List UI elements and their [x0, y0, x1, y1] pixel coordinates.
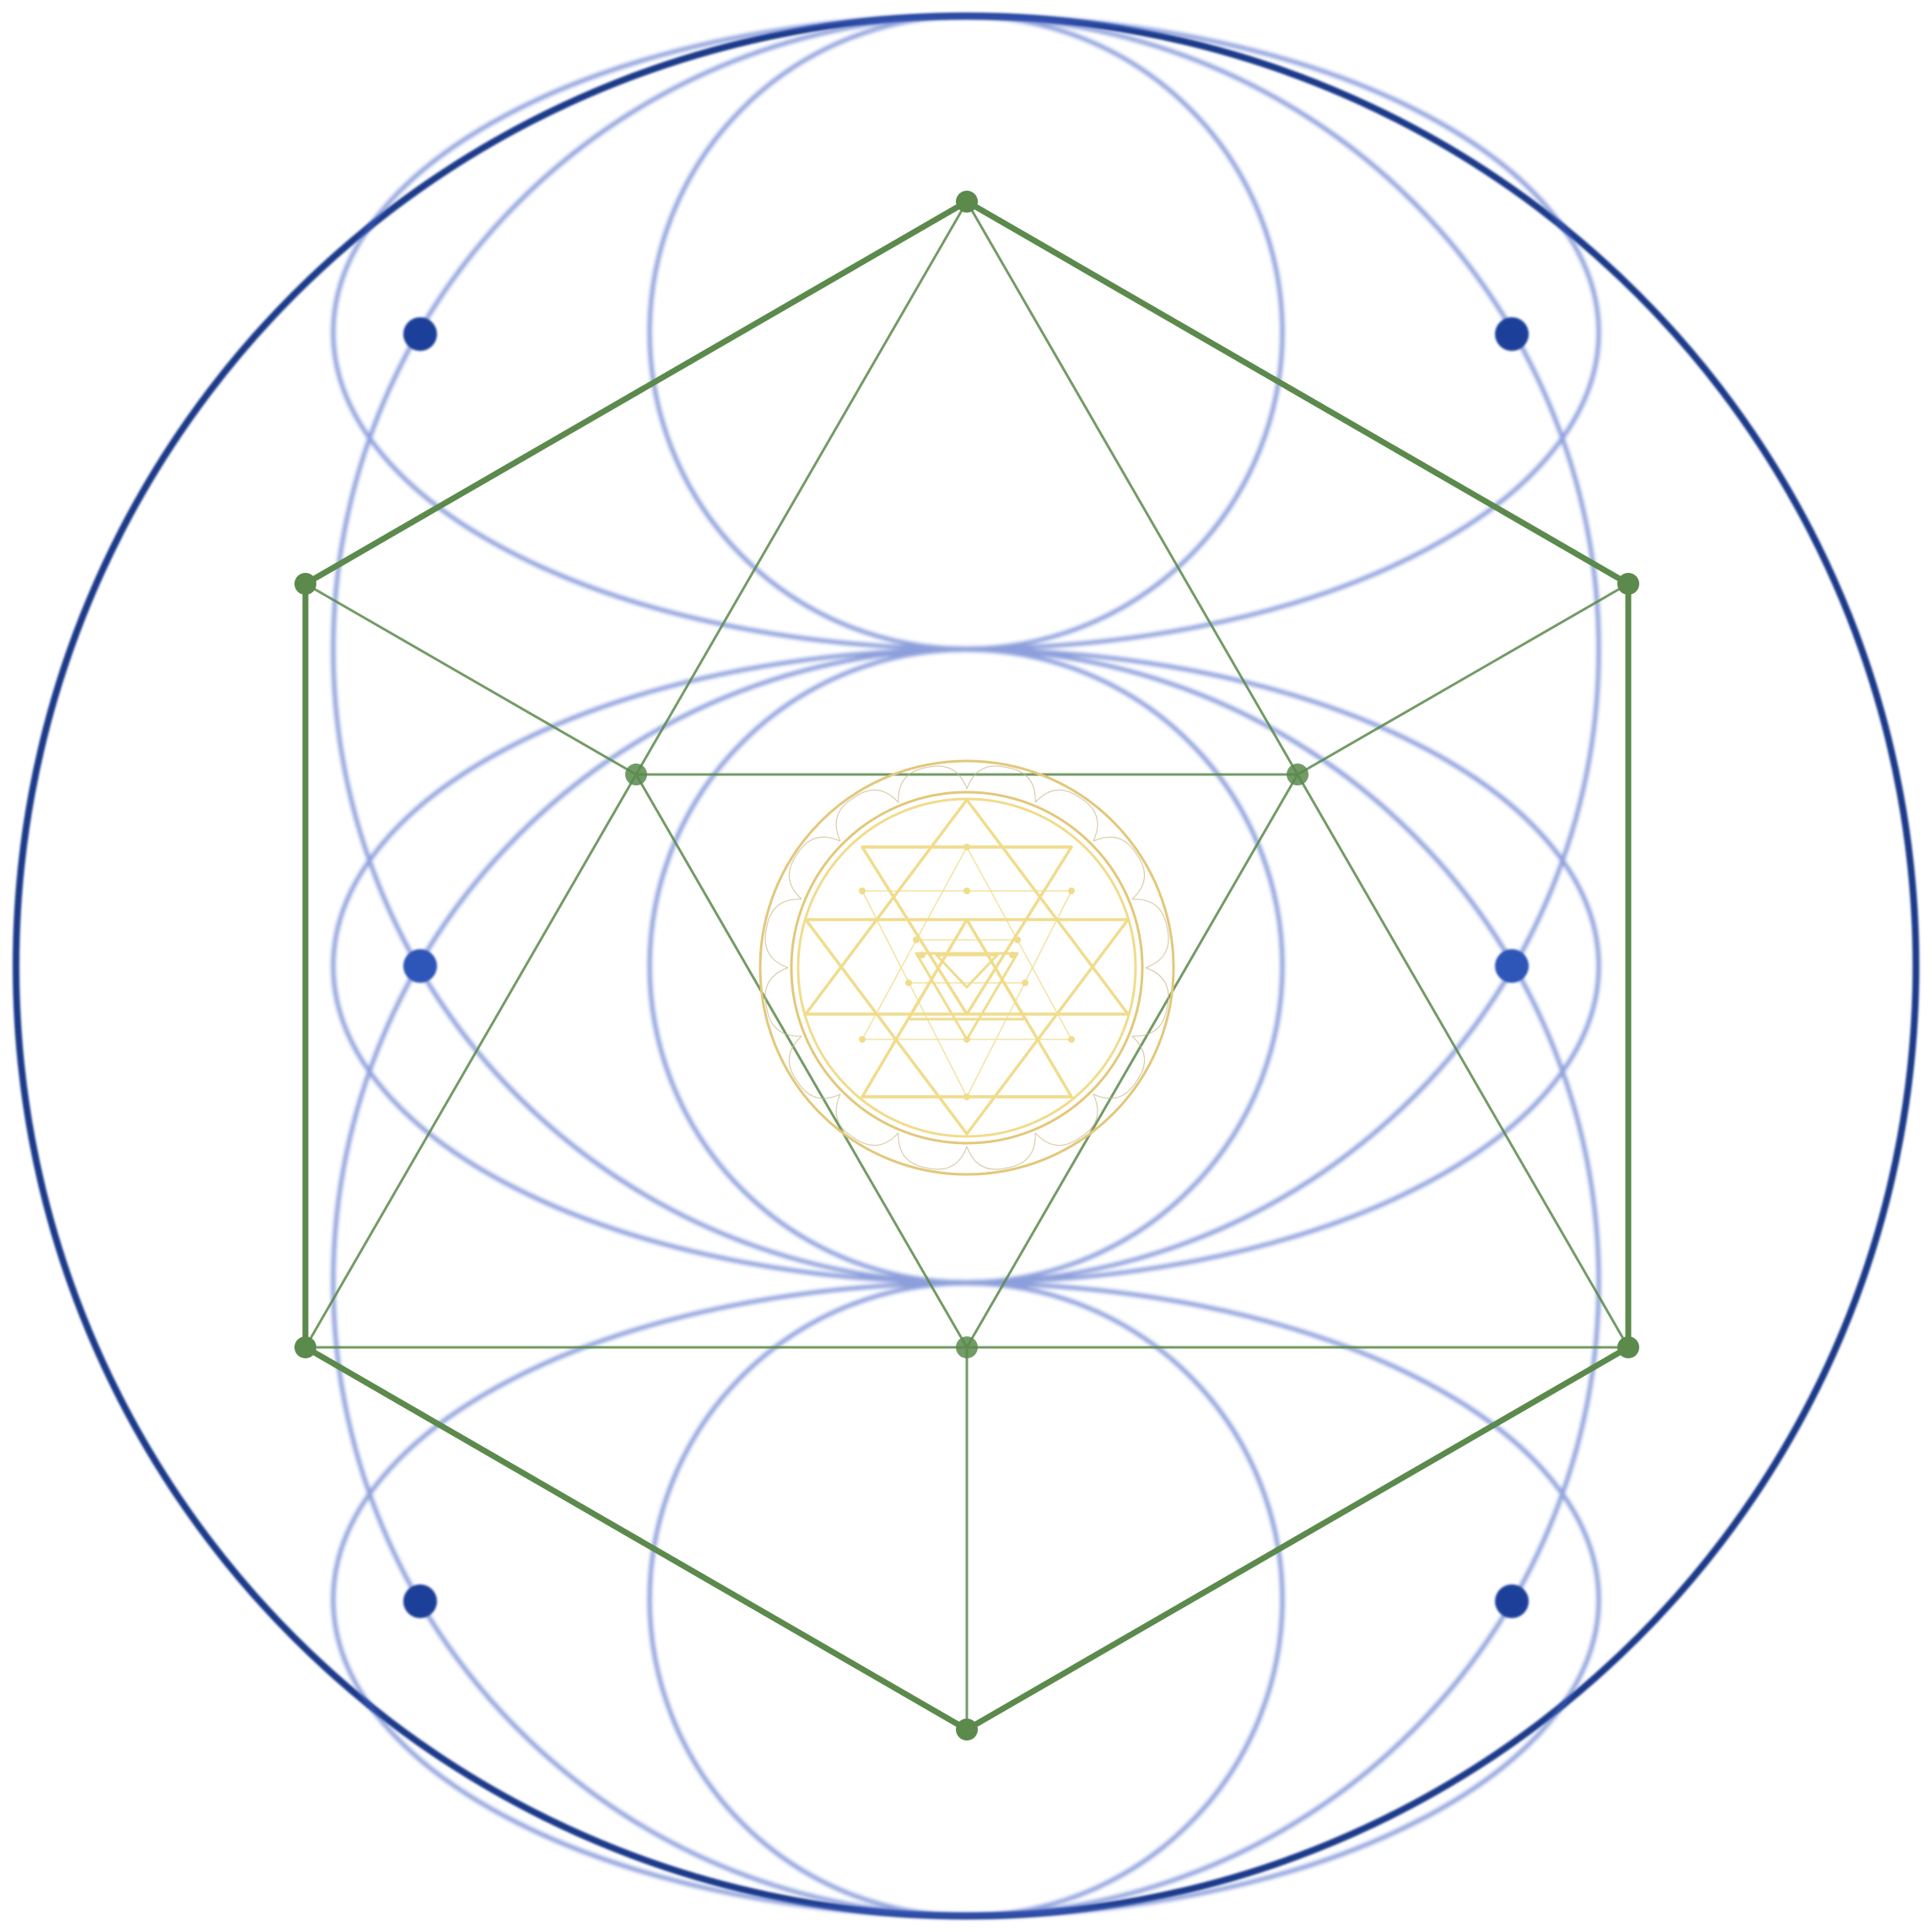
node-dot-top-right	[1495, 317, 1529, 351]
line-upper-left-corner	[305, 582, 637, 776]
triangle-down-inner	[935, 953, 999, 989]
yantra-dot	[1068, 888, 1075, 894]
node-dot-bottom-right	[1495, 1584, 1529, 1618]
yantra-dot	[1068, 1036, 1075, 1043]
yantra-dot	[905, 979, 912, 986]
sri-yantra	[758, 759, 1175, 1176]
yantra-dot	[1014, 936, 1021, 943]
node-dot-top-left	[403, 317, 437, 351]
lotus-petal	[1131, 967, 1169, 1037]
node-dot-mid-right	[1495, 949, 1529, 983]
vertex-dot-inner-right	[1287, 764, 1309, 785]
yantra-dot	[1009, 952, 1016, 958]
yantra-dot	[859, 1036, 866, 1043]
fine-line-4	[966, 890, 1072, 1098]
lotus-petal	[966, 1132, 1036, 1170]
lotus-petal	[1131, 899, 1169, 969]
vertex-dot-inner-bottom	[956, 1336, 978, 1358]
lotus-petal	[835, 789, 899, 842]
yantra-dot	[963, 844, 970, 850]
lotus-petal	[966, 765, 1036, 803]
yantra-dot	[963, 1093, 970, 1100]
yantra-dot	[963, 888, 970, 894]
fine-line-5	[861, 846, 968, 1040]
yantra-dot	[913, 936, 920, 943]
triangle-up-3	[907, 918, 1027, 1021]
lotus-petal	[898, 765, 968, 803]
top-ellipse	[331, 13, 1601, 651]
node-dot-bottom-left	[403, 1584, 437, 1618]
lotus-petal	[1034, 1093, 1098, 1147]
green-inner-triangles	[304, 201, 1630, 1730]
vertex-dot-upper-right	[1617, 573, 1639, 595]
lotus-petal	[898, 1132, 968, 1170]
lotus-petal	[764, 899, 802, 969]
vertex-dot-inner-left	[625, 764, 647, 785]
lotus-petal	[764, 967, 802, 1037]
node-dot-mid-left	[403, 949, 437, 983]
triangle-down-2	[861, 845, 1073, 1016]
vertex-dot-lower-right	[1617, 1336, 1639, 1358]
line-inner-left-to-bottom	[634, 774, 969, 1348]
triangle-down-3	[915, 952, 1019, 1041]
yantra-ring-2	[790, 791, 1144, 1145]
yantra-fine-lines	[861, 846, 1072, 1098]
lotus-petal	[788, 1035, 841, 1099]
yantra-dots	[859, 844, 1075, 1100]
yantra-dot	[963, 1036, 970, 1043]
triangle-up-2	[861, 918, 1073, 1098]
vertex-dot-upper-left	[294, 573, 316, 595]
lotus-petal	[1093, 836, 1146, 900]
yantra-dot	[919, 952, 926, 958]
bottom-ellipse	[331, 1281, 1601, 1919]
yantra-outer-ring	[758, 759, 1175, 1176]
yantra-lotus-petals	[764, 765, 1169, 1170]
line-upper-right-corner	[1297, 582, 1629, 776]
lotus-petal	[1093, 1035, 1146, 1099]
green-vertex-dots	[294, 191, 1639, 1740]
vertex-dot-top	[956, 191, 978, 213]
fine-line-3	[861, 890, 968, 1098]
fine-line-6	[966, 846, 1072, 1040]
lotus-petal	[1034, 789, 1098, 842]
vertex-dot-bottom	[956, 1719, 978, 1740]
yantra-dot	[859, 888, 866, 894]
yantra-dot	[1022, 979, 1028, 986]
vertex-dot-lower-left	[294, 1336, 316, 1358]
lotus-petal	[835, 1093, 899, 1147]
line-inner-right-to-bottom	[965, 774, 1299, 1348]
blue-circle-grid	[331, 13, 1601, 1919]
lotus-petal	[788, 836, 841, 900]
blue-node-dots	[403, 317, 1529, 1618]
